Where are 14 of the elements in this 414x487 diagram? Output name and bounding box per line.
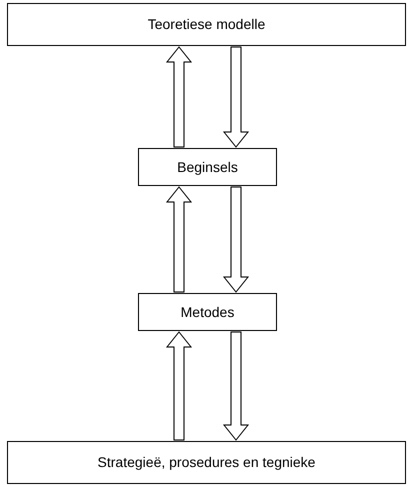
block-arrow [166,46,192,148]
text-box [138,148,277,186]
block-arrow [166,186,192,292]
block-arrow [222,186,250,293]
text-box [7,3,406,46]
block-arrow [222,46,250,148]
block-arrow [222,332,250,441]
text-box [7,441,406,484]
box-label: Teoretiese modelle [148,16,266,33]
box-label: Beginsels [177,158,238,176]
box-label: Metodes [180,304,234,320]
block-arrow [166,331,192,440]
text-box [138,293,277,331]
box-label: Strategieë, prosedures en tegnieke [98,454,316,471]
